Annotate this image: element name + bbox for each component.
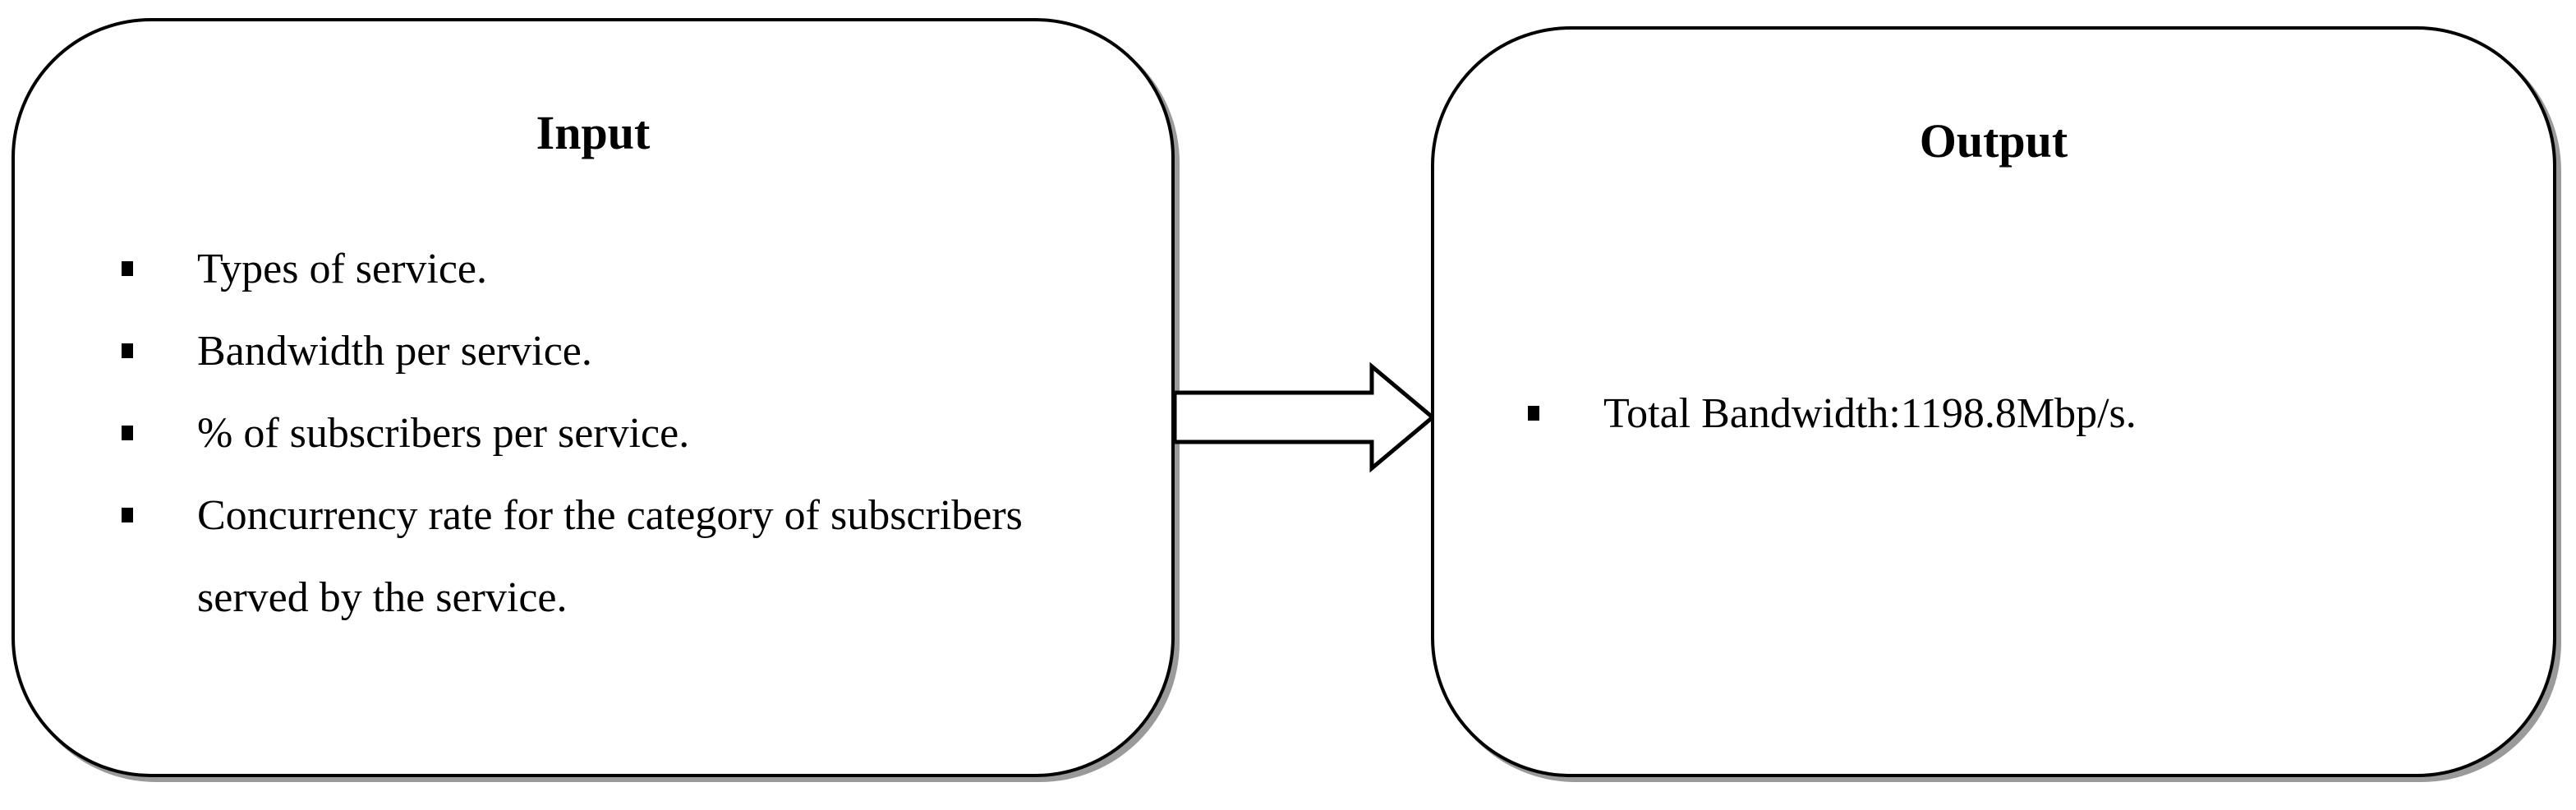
input-title: Input <box>536 106 651 159</box>
square-bullet-icon <box>122 343 133 358</box>
output-list: Total Bandwidth:1198.8Mbp/s. <box>1528 373 2514 455</box>
list-item: % of subscribers per service. <box>122 393 1107 475</box>
list-item: Bandwidth per service. <box>122 311 1107 393</box>
square-bullet-icon <box>122 508 133 522</box>
square-bullet-icon <box>122 426 133 440</box>
list-item: Types of service. <box>122 228 1107 311</box>
item-text: Types of service. <box>197 246 488 292</box>
item-text: Concurrency rate for the category of sub… <box>197 492 1023 621</box>
item-text: Bandwidth per service. <box>197 328 592 375</box>
item-text: Total Bandwidth:1198.8Mbp/s. <box>1603 390 2137 437</box>
item-text: % of subscribers per service. <box>197 410 690 457</box>
list-item: Concurrency rate for the category of sub… <box>122 475 1084 639</box>
list-item: Total Bandwidth:1198.8Mbp/s. <box>1528 373 2514 455</box>
input-list: Types of service. Bandwidth per service.… <box>122 228 1107 639</box>
output-title: Output <box>1919 114 2068 168</box>
output-box: Output Total Bandwidth:1198.8Mbp/s. <box>1431 26 2556 777</box>
right-arrow-icon <box>1172 361 1436 473</box>
square-bullet-icon <box>122 261 133 276</box>
square-bullet-icon <box>1528 406 1539 421</box>
input-box: Input Types of service. Bandwidth per se… <box>12 18 1175 777</box>
